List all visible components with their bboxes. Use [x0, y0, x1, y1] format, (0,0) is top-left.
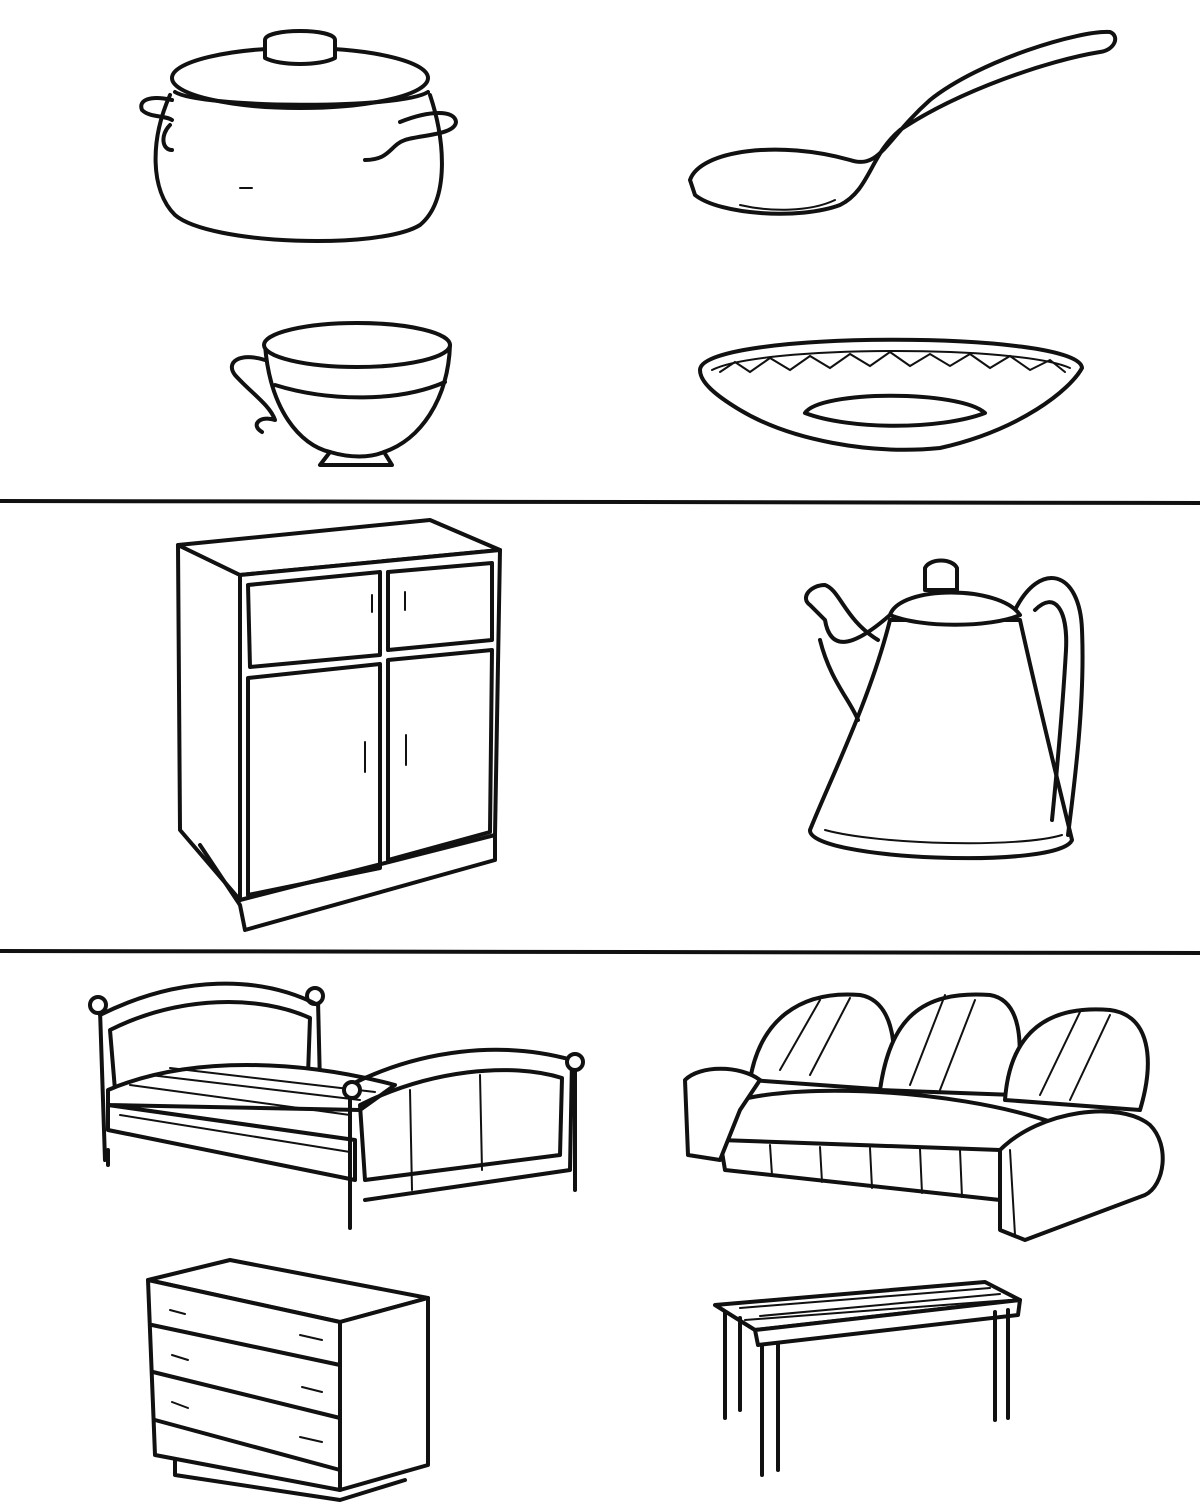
cup-icon: [229, 321, 452, 467]
teapot-icon: [804, 558, 1085, 861]
cabinet-icon: [176, 518, 502, 932]
divider: [0, 949, 1200, 955]
dresser-icon: [146, 1258, 430, 1502]
plate-icon: [698, 337, 1084, 452]
divider: [0, 499, 1200, 505]
table-icon: [713, 1280, 1022, 1477]
spoon-icon: [688, 29, 1118, 216]
pot-icon: [139, 29, 458, 243]
bed-icon: [88, 981, 585, 1230]
sofa-icon: [683, 992, 1165, 1242]
